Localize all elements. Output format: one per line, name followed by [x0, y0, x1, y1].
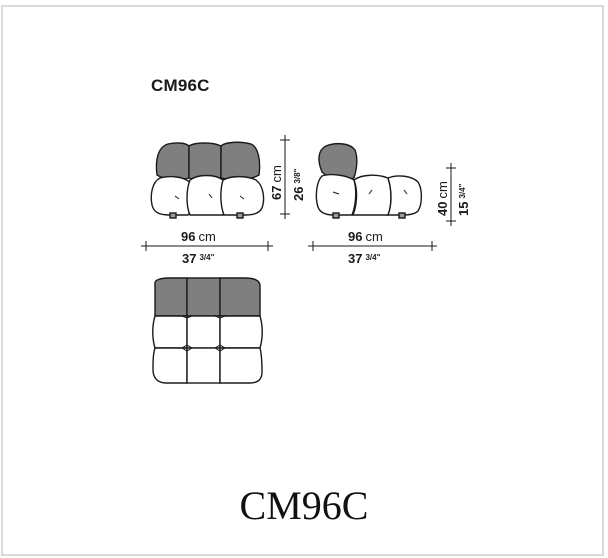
- side-backrest: [318, 142, 358, 181]
- top-backrest: [154, 277, 261, 317]
- side-seat-height-imperial: 153/4": [456, 183, 471, 216]
- front-height-metric: 67cm: [269, 165, 284, 200]
- front-height-dimension: [280, 135, 290, 219]
- side-seat: [315, 173, 423, 216]
- front-seat: [150, 174, 265, 216]
- top-seat-front-row: [152, 347, 263, 384]
- front-foot-left: [169, 212, 177, 219]
- caption-title: CM96C: [239, 483, 369, 528]
- model-code-label: CM96C: [151, 76, 210, 95]
- front-backrest: [155, 141, 261, 181]
- front-view: [150, 141, 265, 219]
- side-depth-dimension: [308, 241, 437, 251]
- front-height-imperial: 263/8": [291, 168, 306, 201]
- side-seat-height-metric: 40cm: [435, 181, 450, 216]
- side-seat-height-dimension: [446, 163, 456, 226]
- front-width-dimension: [141, 241, 273, 251]
- image-frame: [1, 5, 604, 556]
- top-seat-middle-row: [152, 315, 263, 349]
- side-foot-front: [332, 212, 340, 219]
- side-foot-back: [398, 212, 406, 219]
- top-view: [152, 277, 263, 384]
- side-view: [315, 142, 423, 219]
- front-foot-right: [236, 212, 244, 219]
